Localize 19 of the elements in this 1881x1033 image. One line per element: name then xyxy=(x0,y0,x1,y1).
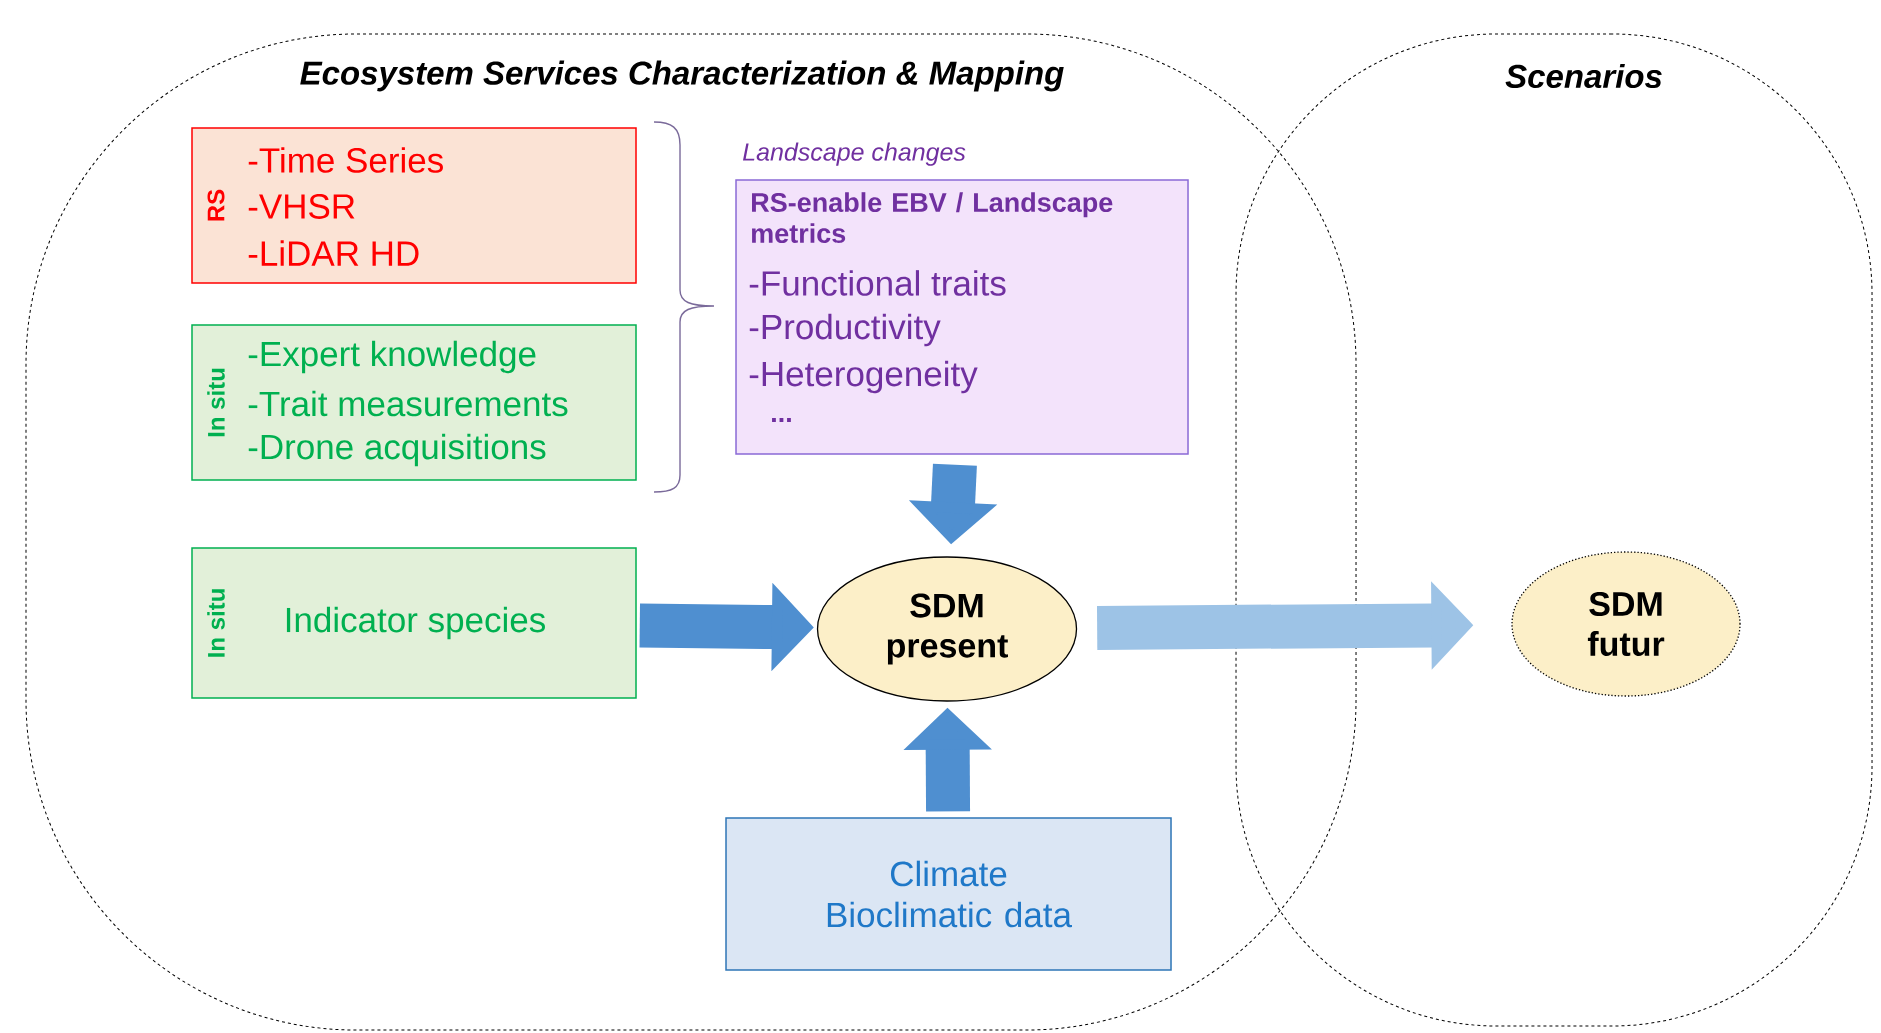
list-item: -Expert knowledge xyxy=(248,340,536,374)
box-heading: Landscape changes xyxy=(743,142,966,166)
list-item: -Heterogeneity xyxy=(749,360,978,394)
region-title: Ecosystem Services Characterization & Mapping xyxy=(300,60,1064,92)
box-heading: RS-enable EBV / Landscape metrics xyxy=(752,192,1113,244)
list-item: -Productivity xyxy=(749,313,941,347)
list-item: -Time Series xyxy=(248,147,443,173)
ellipsis: ... xyxy=(772,418,791,422)
list-item: -VHSR xyxy=(248,194,355,219)
list-item: -LiDAR HD xyxy=(248,240,419,266)
side-label: In situ xyxy=(207,589,225,657)
list-item: -Functional traits xyxy=(749,270,1006,296)
list-item: -Drone acquisitions xyxy=(248,433,546,467)
side-label: RS xyxy=(207,189,225,221)
side-label: In situ xyxy=(207,368,225,437)
box-text: Indicator species xyxy=(286,606,545,640)
list-item: -Trait measurements xyxy=(248,390,568,417)
box-text: Climate Bioclimatic data xyxy=(827,860,1072,928)
region-title: Scenarios xyxy=(1505,63,1662,89)
